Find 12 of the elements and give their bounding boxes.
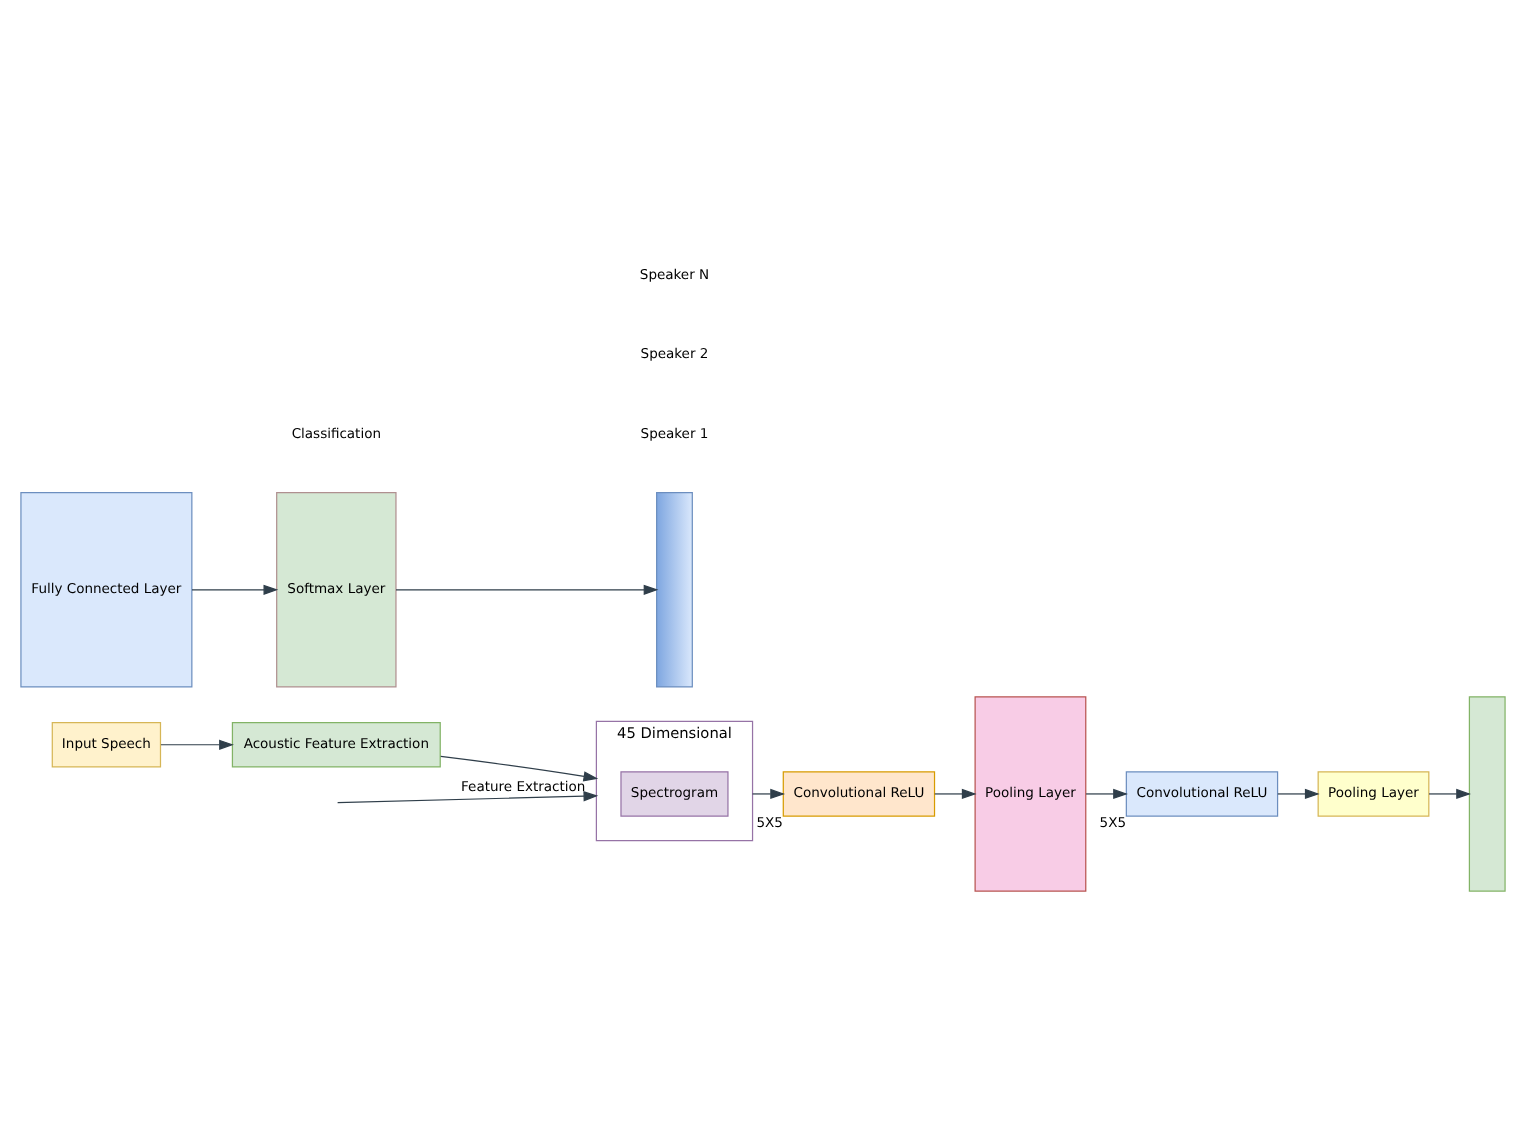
arrow [395,584,659,595]
arrow [337,791,599,804]
arrow [440,755,599,782]
arrow [751,788,786,800]
arrow [1085,788,1128,800]
arrow [1428,788,1471,800]
node-bar [1468,696,1506,892]
arrow [1277,788,1320,800]
arrow [160,739,234,750]
node-bar [656,492,693,688]
arrow [191,584,279,595]
arrow [934,788,977,800]
